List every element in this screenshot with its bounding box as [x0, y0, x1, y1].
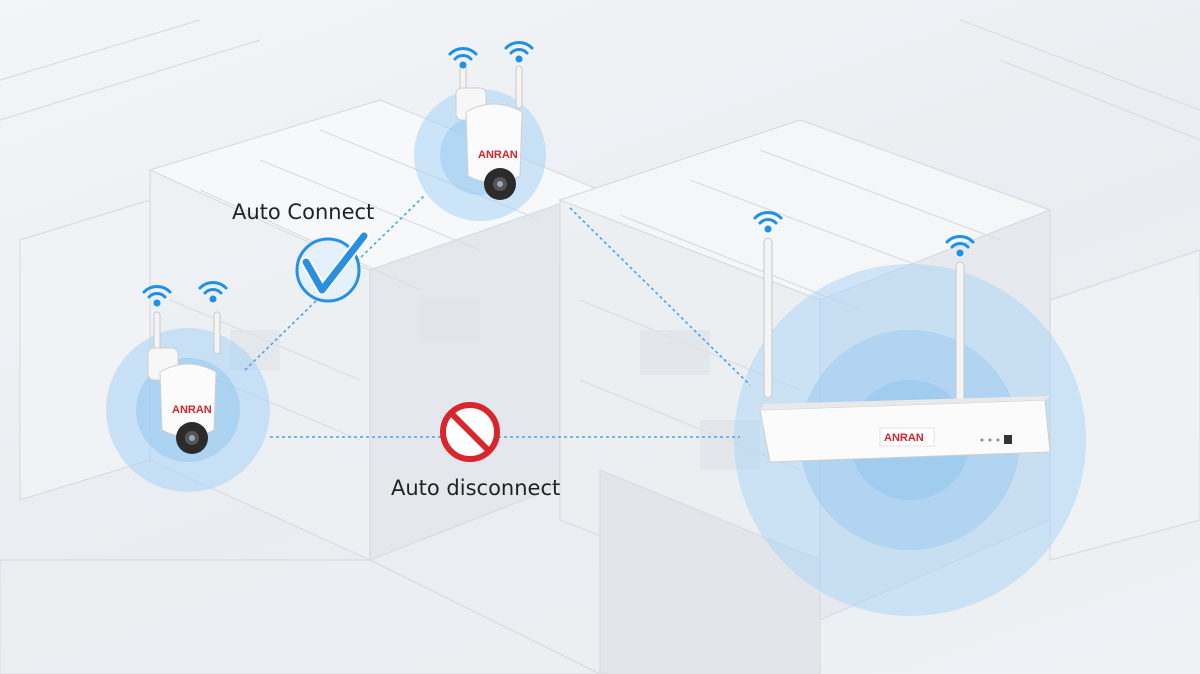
camera-top-wifi-icon-2 [504, 41, 534, 63]
nvr-brand: ANRAN [884, 432, 924, 444]
auto-disconnect-label: Auto disconnect [391, 476, 561, 500]
camera-top: ANRAN [455, 65, 523, 200]
camera-left-wifi-icon-1 [142, 285, 172, 307]
camera-left: ANRAN [147, 311, 221, 454]
nvr-wifi-icon-1 [753, 211, 783, 233]
camera-left-wifi-icon-2 [198, 281, 228, 303]
camera-left-brand: ANRAN [172, 404, 212, 416]
nvr-recorder: ANRAN [759, 237, 1051, 463]
link-camera-top-to-nvr [569, 207, 751, 386]
checkmark-icon [295, 230, 370, 303]
prohibited-icon [440, 402, 500, 462]
auto-connect-label: Auto Connect [232, 200, 375, 224]
nvr-wifi-icon-2 [945, 235, 975, 257]
camera-top-wifi-icon-1 [448, 47, 478, 69]
camera-top-brand: ANRAN [478, 149, 518, 161]
